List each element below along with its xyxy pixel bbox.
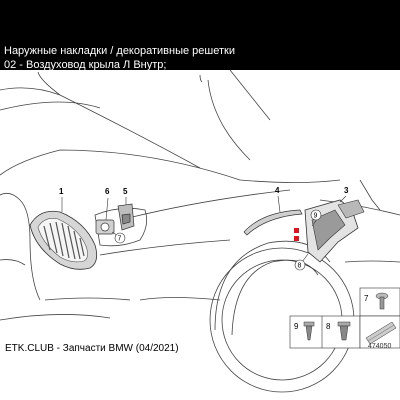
diagram-title: Наружные накладки / декоративные решетки [4, 45, 235, 57]
callout-7: 7 [118, 236, 122, 243]
legend-label-7: 7 [364, 294, 369, 303]
screw-icon [375, 292, 389, 310]
legend-label-9: 9 [294, 322, 299, 331]
callout-6: 6 [105, 187, 110, 196]
callout-5: 5 [123, 187, 128, 196]
air-duct-part-3 [294, 199, 365, 263]
legend-label-8: 8 [326, 322, 331, 331]
diagram-subtitle: 02 - Воздуховод крыла Л Внутр; [4, 59, 167, 71]
callout-8: 8 [298, 263, 302, 270]
wheel-arch-trim-4 [243, 209, 303, 236]
callout-4: 4 [275, 186, 280, 195]
leader-lines [61, 195, 347, 263]
bracket-part-5 [117, 203, 135, 231]
sealing-strip-icon [365, 321, 397, 345]
highlight-marker [294, 228, 299, 233]
bracket-part-6 [95, 219, 115, 235]
kidney-grille [29, 210, 98, 270]
callout-9: 9 [314, 213, 318, 220]
rivet-icon [337, 321, 351, 341]
header-bar: Наружные накладки / декоративные решетки… [0, 0, 400, 71]
circled-callouts: 7 9 8 [114, 209, 322, 271]
clip-icon [303, 321, 315, 341]
highlight-marker [294, 236, 299, 241]
source-caption: ETK.CLUB - Запчасти BMW (04/2021) [5, 343, 179, 354]
callout-1: 1 [59, 187, 64, 196]
diagram-ref-number: 474050 [368, 343, 392, 350]
fastener-legend [289, 287, 400, 349]
callout-3: 3 [344, 186, 349, 195]
